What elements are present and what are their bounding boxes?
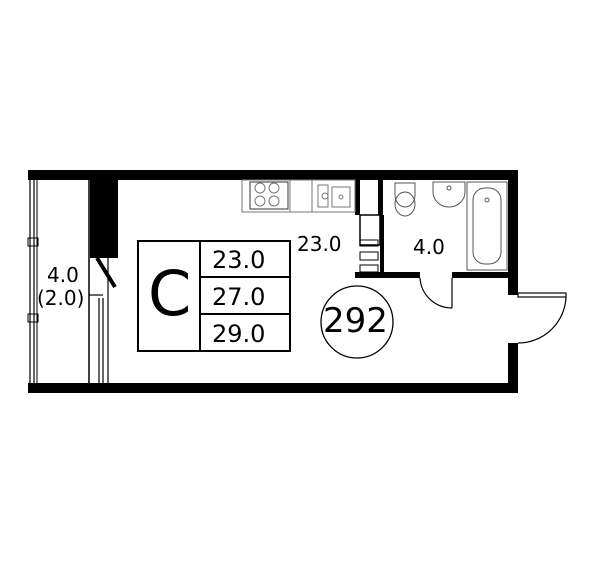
apartment-type: C <box>148 257 192 330</box>
doors <box>419 277 567 344</box>
apartment-number-circle <box>320 285 394 359</box>
balcony-area-reduced: (2.0) <box>37 286 85 310</box>
apartment-number: 292 <box>323 301 388 341</box>
balcony <box>27 180 117 383</box>
living-area: 27.0 <box>212 283 266 311</box>
kitchen-fixtures <box>241 179 356 213</box>
bathroom-fixtures <box>394 181 508 271</box>
bathroom-area: 4.0 <box>413 235 445 259</box>
main-room-area: 23.0 <box>297 232 342 256</box>
walls <box>28 170 518 393</box>
balcony-area: 4.0 <box>47 263 79 287</box>
total-area: 23.0 <box>212 246 266 274</box>
area-with-balcony: 29.0 <box>212 320 266 348</box>
area-legend <box>137 240 291 352</box>
shaft <box>359 214 381 273</box>
